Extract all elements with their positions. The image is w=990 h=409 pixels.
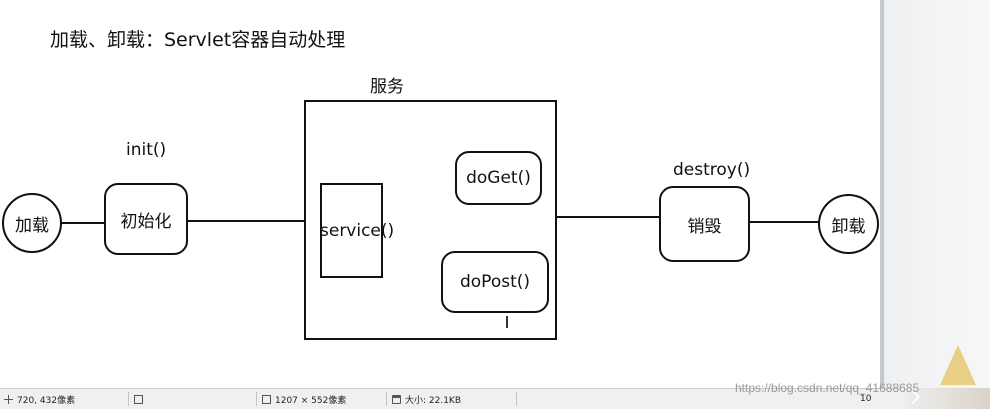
status-bar: 720, 432像素 1207 × 552像素 大小: 22.1KB 10: [0, 388, 990, 409]
cursor-position: 720, 432像素: [4, 389, 75, 409]
image-size-icon: [262, 394, 271, 404]
node-load: 加载: [2, 193, 62, 253]
node-dopost: doPost(): [441, 251, 549, 313]
text-cursor-icon: [506, 316, 508, 328]
watermark: https://blog.csdn.net/qq_41688685: [735, 381, 920, 395]
tree-icon: [940, 345, 976, 385]
selection-icon: [134, 394, 143, 404]
corner-overlay: [900, 388, 990, 409]
status-separator: [386, 392, 387, 406]
file-size: 大小: 22.1KB: [392, 389, 461, 409]
cursor-position-text: 720, 432像素: [17, 395, 76, 406]
node-service: service(): [320, 183, 394, 278]
node-service-label: service(): [320, 220, 395, 241]
image-size: 1207 × 552像素: [262, 389, 346, 409]
side-panel-edge: [880, 0, 884, 388]
node-init: 初始化: [104, 183, 188, 255]
diagram-title: 加载、卸载：Servlet容器自动处理: [50, 29, 346, 51]
side-panel: [880, 0, 990, 388]
status-separator: [516, 392, 517, 406]
status-separator: [128, 392, 129, 406]
selection-readout: [134, 389, 143, 409]
node-unload: 卸载: [818, 194, 879, 254]
service-group-label: 服务: [370, 77, 404, 97]
diagram-canvas: 加载、卸载：Servlet容器自动处理 服务 init() destroy() …: [2, 29, 879, 340]
zoom-readout: 10: [860, 394, 872, 404]
node-doget: doGet(): [455, 151, 542, 205]
destroy-label: destroy(): [673, 160, 751, 180]
file-size-text: 大小: 22.1KB: [405, 395, 462, 406]
node-destroy: 销毁: [659, 186, 750, 262]
disk-icon: [392, 394, 401, 404]
init-label: init(): [126, 140, 167, 160]
status-separator: [256, 392, 257, 406]
image-size-text: 1207 × 552像素: [275, 395, 347, 406]
crosshair-icon: [4, 394, 13, 404]
